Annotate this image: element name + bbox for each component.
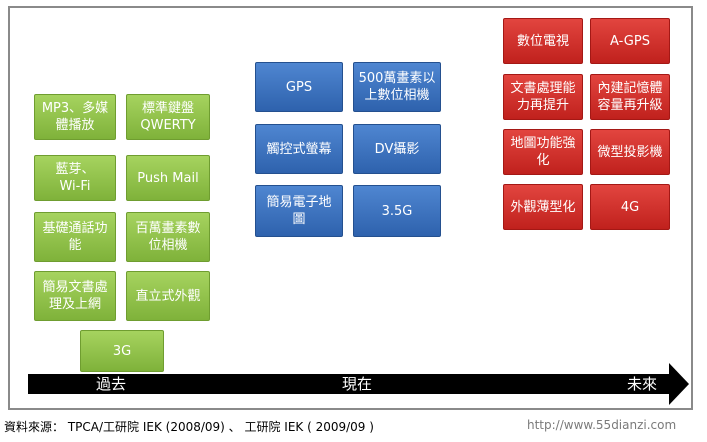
present-item-dv: DV攝影 <box>353 124 441 174</box>
present-item-5mp-camera: 500萬畫素以 上數位相機 <box>353 62 441 112</box>
past-item-basic-call: 基礎通話功 能 <box>34 212 116 262</box>
future-item-slim-design: 外觀薄型化 <box>503 184 583 230</box>
past-item-push-mail: Push Mail <box>126 155 210 201</box>
timeline-label-past: 過去 <box>96 375 127 393</box>
timeline-bar <box>28 374 670 394</box>
past-item-megapixel-camera: 百萬畫素數 位相機 <box>126 212 210 262</box>
past-item-office-web: 簡易文書處 理及上網 <box>34 271 116 321</box>
future-item-pico-projector: 微型投影機 <box>590 129 670 175</box>
future-item-agps: A-GPS <box>590 18 670 64</box>
past-item-3g: 3G <box>80 330 164 372</box>
past-item-mp3: MP3、多媒 體播放 <box>34 94 116 140</box>
past-item-bluetooth-wifi: 藍芽、 Wi-Fi <box>34 155 116 201</box>
future-item-digital-tv: 數位電視 <box>503 18 583 64</box>
watermark: http://www.55dianzi.com <box>527 418 677 432</box>
future-item-memory-upgrade: 內建記憶體 容量再升級 <box>590 74 670 120</box>
future-item-office-boost: 文書處理能 力再提升 <box>503 74 583 120</box>
past-item-bar-form: 直立式外觀 <box>126 271 210 321</box>
timeline-label-future: 未來 <box>627 375 658 393</box>
source-note: 資料來源： TPCA/工研院 IEK (2008/09) 、 工研院 IEK (… <box>4 420 374 434</box>
present-item-3-5g: 3.5G <box>353 185 441 237</box>
present-item-simple-map: 簡易電子地 圖 <box>255 185 343 237</box>
future-item-4g: 4G <box>590 184 670 230</box>
timeline-label-present: 現在 <box>342 375 373 393</box>
past-item-qwerty: 標準鍵盤 QWERTY <box>126 94 210 140</box>
present-item-gps: GPS <box>255 62 343 112</box>
present-item-touchscreen: 觸控式螢幕 <box>255 124 343 174</box>
timeline-arrowhead <box>669 363 689 405</box>
future-item-map-enhance: 地圖功能強 化 <box>503 129 583 175</box>
